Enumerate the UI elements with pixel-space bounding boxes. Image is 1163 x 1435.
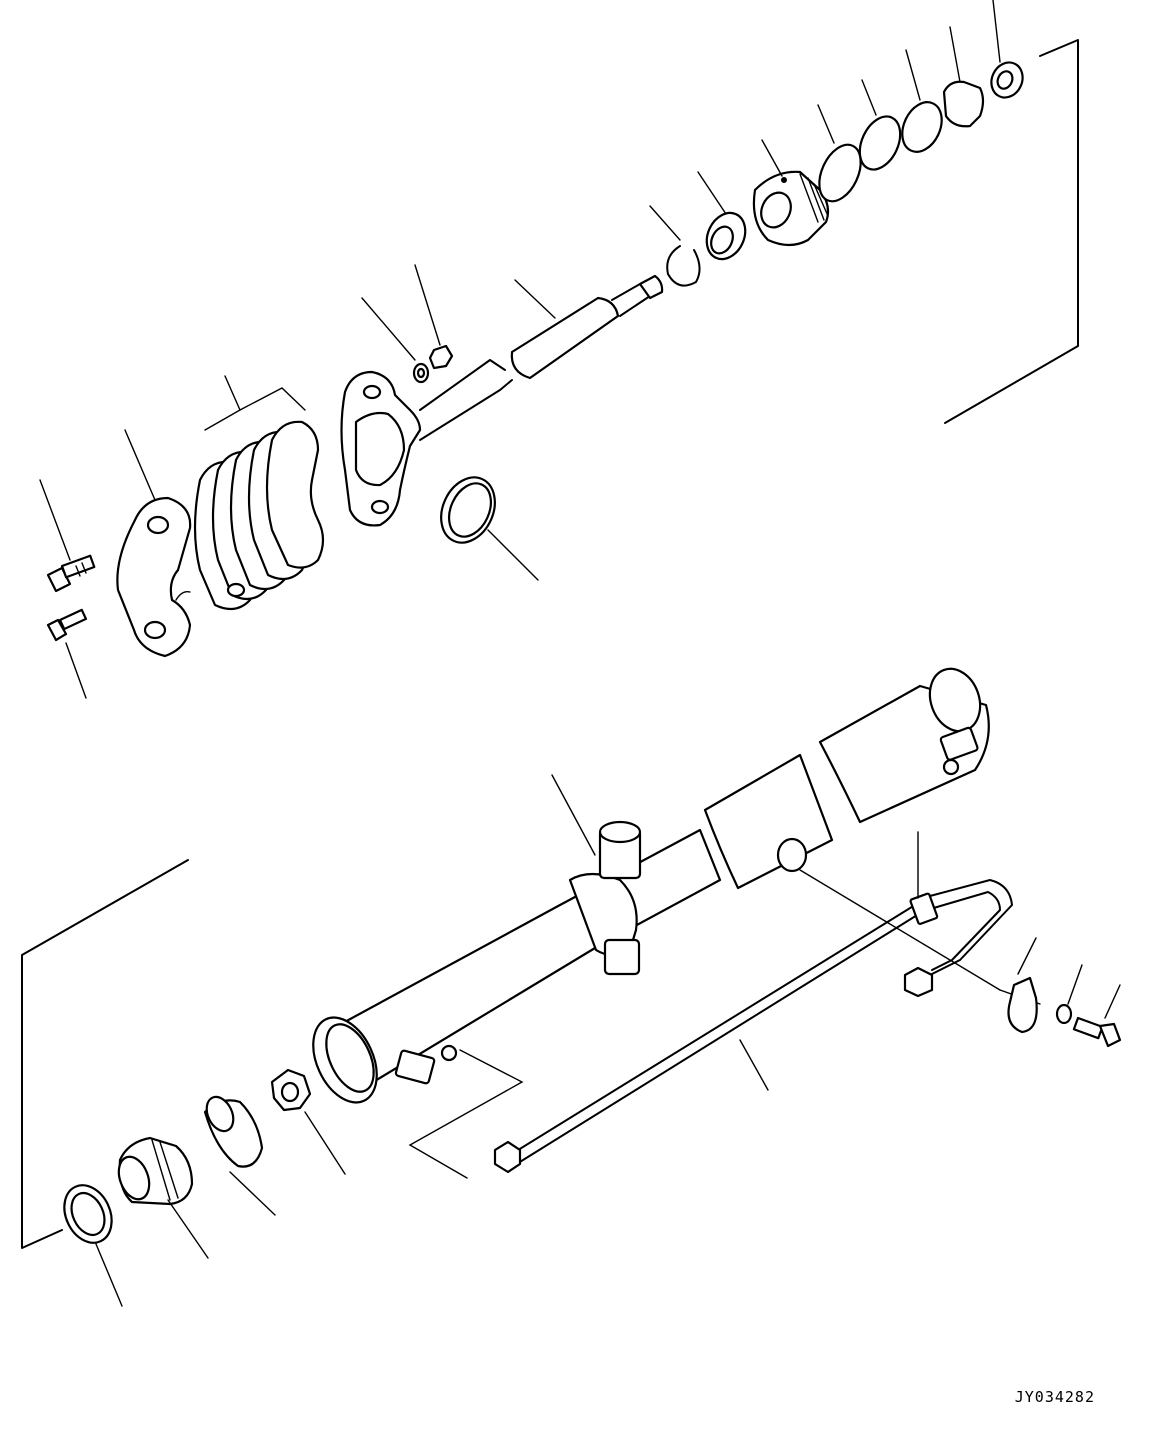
o-ring-2 (901, 49, 943, 153)
cylinder-head (752, 139, 830, 247)
rigid-pipe (903, 831, 1013, 998)
lower-assembly-frame (21, 859, 189, 1249)
wear-ring (203, 1095, 276, 1216)
hydraulic-hose (493, 869, 1041, 1174)
drawing-code: JY034282 (1014, 1388, 1095, 1406)
bolt-upper (39, 479, 96, 593)
piston (117, 1136, 209, 1259)
piston-seal (63, 1184, 123, 1307)
washer-small (361, 297, 430, 384)
snap-ring (649, 205, 701, 287)
rod-cap-half (116, 429, 192, 658)
backup-ring (858, 79, 902, 171)
o-ring-1 (817, 104, 862, 203)
nut-small (414, 264, 454, 370)
hose-bracket-frame (408, 1049, 524, 1179)
lock-washer (1055, 964, 1083, 1025)
cylinder-tube (312, 667, 990, 1104)
upper-assembly-frame (944, 39, 1079, 424)
rod-seal-ring (440, 476, 539, 581)
shim-set (193, 375, 325, 611)
grease-fitting (46, 608, 88, 699)
clamp-bolt (1072, 984, 1122, 1048)
packing-nut (697, 171, 747, 261)
bushing (942, 26, 985, 128)
piston-rod (340, 274, 664, 527)
piston-nut (270, 1068, 346, 1175)
dust-seal (990, 0, 1024, 99)
pipe-clamp (1007, 937, 1038, 1034)
